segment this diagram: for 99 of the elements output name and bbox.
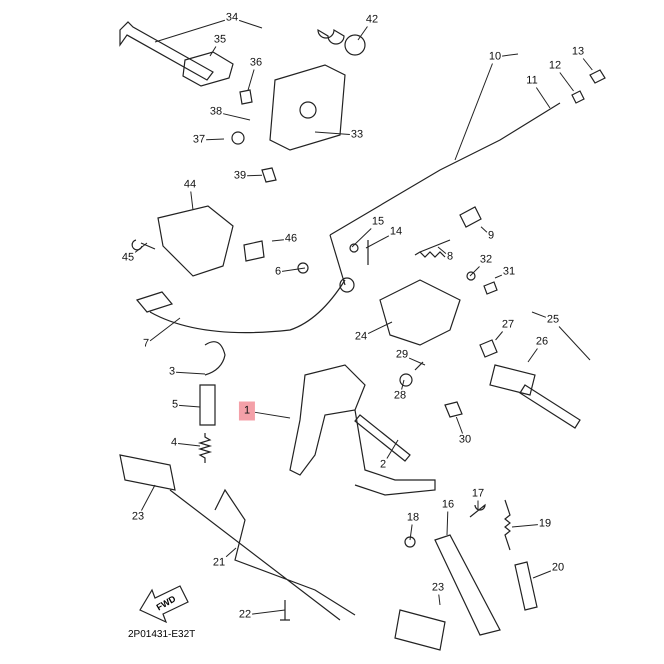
direction-text: FWD — [154, 594, 178, 612]
part-drawing — [459, 206, 482, 228]
leader-line — [582, 58, 593, 70]
callout-number: 7 — [142, 338, 150, 350]
leader-line — [154, 20, 226, 42]
callout-number: 15 — [370, 216, 386, 228]
callout-number: 6 — [274, 266, 282, 278]
callout-number: 27 — [500, 318, 516, 332]
callout-number: 44 — [182, 178, 198, 192]
leader-line — [140, 484, 156, 511]
leader-line — [246, 174, 262, 176]
callout-number: 21 — [212, 556, 226, 570]
part-drawing — [589, 69, 606, 84]
leader-line — [558, 326, 590, 360]
part-drawing — [239, 89, 253, 105]
leader-line — [366, 235, 390, 248]
leader-line — [238, 20, 262, 28]
callout-number: 45 — [120, 252, 136, 264]
callout-number: 26 — [534, 336, 550, 348]
leader-line — [254, 412, 290, 418]
callout-number: 38 — [208, 106, 224, 118]
callout-number: 8 — [446, 250, 454, 264]
leader-line — [480, 226, 488, 233]
callout-number: 2 — [378, 458, 388, 472]
leader-line — [206, 138, 224, 140]
leader-line — [528, 348, 538, 362]
callout-number: 3 — [168, 366, 176, 378]
callout-number: 24 — [354, 330, 368, 344]
leader-line — [134, 242, 148, 253]
callout-number: 42 — [364, 14, 380, 26]
callout-number: 33 — [350, 128, 364, 142]
part-drawing — [444, 401, 463, 418]
leader-line — [178, 404, 200, 408]
callout-number: 19 — [538, 518, 552, 530]
leader-line — [178, 442, 200, 446]
callout-number: 46 — [284, 232, 298, 246]
leader-line — [352, 228, 372, 248]
leader-line — [282, 268, 306, 272]
callout-number: 9 — [486, 230, 496, 242]
callout-number: 18 — [406, 512, 420, 524]
callout-number: 4 — [170, 436, 178, 450]
callout-number: 16 — [440, 498, 456, 512]
callout-number: 5 — [170, 398, 180, 412]
part-drawing — [261, 167, 277, 183]
leader-line — [358, 26, 368, 40]
leader-line — [222, 113, 250, 120]
callout-number: 36 — [248, 56, 264, 70]
callout-number: 23 — [130, 510, 146, 524]
leader-line — [314, 132, 350, 135]
drawing-number: 2P01431-E32T — [128, 629, 196, 640]
leader-line — [495, 331, 504, 340]
callout-number: 22 — [238, 608, 252, 622]
leader-line — [252, 610, 286, 615]
callout-number: 32 — [478, 254, 494, 266]
callout-number: 35 — [212, 34, 228, 46]
leader-line — [272, 239, 284, 242]
callout-number: 17 — [470, 488, 486, 500]
callout-number: 13 — [570, 46, 586, 58]
leader-line — [470, 266, 480, 276]
leader-line — [176, 372, 206, 374]
callout-number: 25 — [546, 314, 560, 326]
leader-line — [532, 312, 546, 318]
leader-line — [446, 511, 448, 536]
callout-number: 20 — [550, 562, 566, 574]
leader-line — [401, 380, 404, 390]
callout-number: 14 — [388, 226, 404, 238]
leader-line — [210, 46, 216, 56]
callout-number: 39 — [232, 170, 248, 182]
callout-number: 12 — [548, 60, 562, 72]
leader-line — [438, 594, 440, 606]
leader-line — [494, 274, 502, 278]
leader-line — [456, 416, 464, 434]
callout-number: 10 — [488, 50, 502, 64]
leader-line — [190, 191, 194, 210]
callout-number: 37 — [192, 134, 206, 146]
leader-line — [536, 87, 550, 108]
leader-line — [502, 54, 518, 57]
part-drawing — [571, 90, 585, 104]
callout-number: 1 — [238, 402, 256, 420]
leader-line — [248, 69, 255, 90]
callout-number: 23 — [430, 582, 446, 594]
leader-line — [410, 524, 413, 540]
leader-line — [408, 358, 426, 366]
leader-line — [386, 440, 398, 459]
callout-number: 11 — [525, 74, 539, 88]
leader-line — [512, 524, 538, 528]
callout-number: 34 — [224, 12, 240, 24]
part-drawing — [479, 339, 498, 358]
leader-line — [150, 318, 180, 342]
callout-number: 29 — [394, 348, 410, 362]
leader-line — [368, 322, 392, 334]
leader-line — [559, 72, 574, 92]
leader-line — [532, 570, 552, 578]
leader-line — [438, 246, 446, 254]
leader-line — [454, 63, 493, 160]
callout-number: 30 — [458, 434, 472, 446]
leader-line — [226, 548, 236, 558]
callout-number: 28 — [392, 390, 408, 402]
callout-number: 31 — [502, 266, 516, 278]
